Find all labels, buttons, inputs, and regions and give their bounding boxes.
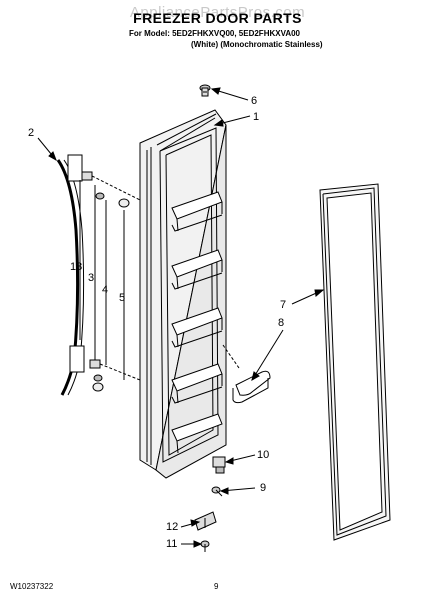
diagram-title: FREEZER DOOR PARTS: [133, 10, 302, 26]
callout-10: 10: [257, 449, 269, 461]
callout-2: 2: [28, 127, 34, 139]
hinge-pin-bracket: [194, 511, 217, 531]
callout-6: 6: [251, 95, 257, 107]
hinge-screw: [211, 486, 223, 497]
callout-3: 3: [88, 272, 94, 284]
top-screw: [199, 84, 211, 97]
variant-line: (White) (Monochromatic Stainless): [191, 40, 323, 49]
bottom-screw: [200, 540, 210, 552]
callout-13: 13: [70, 261, 82, 273]
watermark: AppliancePartsPros.com: [129, 4, 306, 21]
leader-lines: [37, 87, 325, 548]
callout-12: 12: [166, 521, 178, 533]
callout-labels: 6 1 2 13 3 4 5 7 8 10 9 12 11: [28, 95, 286, 550]
page-number: 9: [214, 582, 219, 591]
door-shelves: [171, 191, 223, 454]
callout-4: 4: [102, 284, 108, 296]
callout-5: 5: [119, 292, 125, 304]
callout-9: 9: [260, 482, 266, 494]
document-number: W10237322: [10, 582, 54, 591]
callout-7: 7: [280, 299, 286, 311]
door-handle: [56, 154, 85, 396]
callout-11: 11: [166, 538, 177, 550]
model-line: For Model: 5ED2FHKXVQ00, 5ED2FHKXVA00: [129, 29, 301, 38]
callout-8: 8: [278, 317, 284, 329]
handle-mounting-hardware: [81, 171, 141, 392]
door-gasket: [319, 183, 391, 541]
shelf-bar: [232, 370, 271, 404]
lower-hinge-bracket: [212, 456, 226, 474]
callout-1: 1: [253, 111, 259, 123]
